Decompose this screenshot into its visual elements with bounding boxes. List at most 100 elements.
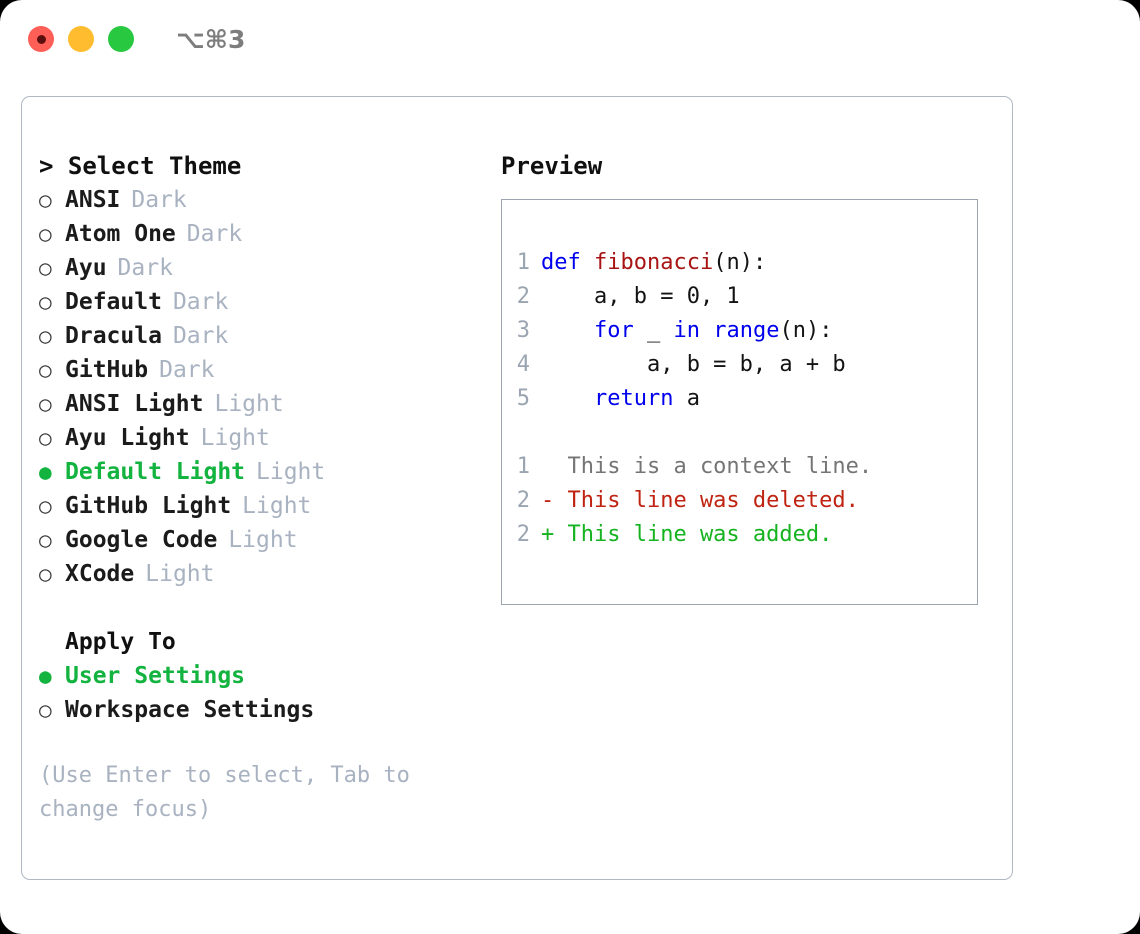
theme-name: Default Light: [65, 459, 246, 485]
theme-name: Dracula: [65, 323, 162, 349]
theme-mode-badge: Light: [200, 425, 270, 451]
diff-text: + This line was added.: [541, 522, 833, 547]
radio-icon[interactable]: ○: [39, 358, 52, 382]
theme-mode-badge: Light: [242, 493, 312, 519]
theme-mode-badge: Light: [145, 561, 215, 587]
code-token: fibonacci: [594, 250, 714, 275]
theme-mode-badge: Dark: [117, 255, 173, 281]
theme-name: Ayu: [65, 255, 107, 281]
theme-name: GitHub: [65, 357, 149, 383]
code-token: in: [673, 318, 700, 343]
theme-list-item[interactable]: ○ Ayu Dark: [39, 251, 489, 285]
code-token: range: [713, 318, 780, 343]
code-token: a, b = b, a + b: [541, 352, 846, 377]
code-token: [541, 318, 594, 343]
zoom-button[interactable]: [108, 26, 134, 52]
theme-list-item[interactable]: ○ GitHub Light Light: [39, 489, 489, 523]
radio-icon[interactable]: ○: [39, 188, 52, 212]
preview-diff-block: 1 This is a context line.2- This line wa…: [516, 450, 977, 552]
code-line: 5 return a: [516, 382, 977, 416]
theme-name: Ayu Light: [65, 425, 190, 451]
line-number: 4: [516, 352, 530, 377]
theme-mode-badge: Light: [214, 391, 284, 417]
radio-icon[interactable]: ○: [39, 256, 52, 280]
code-token: [700, 318, 713, 343]
theme-name: Atom One: [65, 221, 176, 247]
radio-icon[interactable]: ○: [39, 324, 52, 348]
code-token: (n):: [779, 318, 833, 343]
select-theme-heading: > Select Theme: [39, 152, 242, 180]
radio-icon[interactable]: ○: [39, 562, 52, 586]
line-number: 5: [516, 386, 530, 411]
theme-list-item[interactable]: ○ XCode Light: [39, 557, 489, 591]
theme-list-item[interactable]: ○ GitHub Dark: [39, 353, 489, 387]
theme-list-item[interactable]: ○ Default Dark: [39, 285, 489, 319]
code-token: [541, 386, 594, 411]
radio-icon[interactable]: ○: [39, 426, 52, 450]
close-button[interactable]: [28, 26, 54, 52]
radio-icon[interactable]: ○: [39, 528, 52, 552]
theme-list-item[interactable]: ○ ANSI Dark: [39, 183, 489, 217]
theme-list-item[interactable]: ○ Atom One Dark: [39, 217, 489, 251]
apply-to-list[interactable]: ● User Settings ○ Workspace Settings: [39, 659, 489, 727]
theme-list-item[interactable]: ● Default Light Light: [39, 455, 489, 489]
theme-name: XCode: [65, 561, 135, 587]
theme-name: Google Code: [65, 527, 218, 553]
theme-mode-badge: Dark: [159, 357, 215, 383]
keyboard-hint: (Use Enter to select, Tab to change focu…: [39, 763, 424, 822]
theme-name: ANSI: [65, 187, 121, 213]
preview-gap: [516, 416, 977, 450]
theme-mode-badge: Dark: [131, 187, 187, 213]
radio-icon[interactable]: ○: [39, 698, 52, 722]
line-number: 2: [516, 284, 530, 309]
radio-icon[interactable]: ○: [39, 222, 52, 246]
line-number: 3: [516, 318, 530, 343]
radio-icon[interactable]: ○: [39, 494, 52, 518]
minimize-button[interactable]: [68, 26, 94, 52]
theme-mode-badge: Dark: [172, 289, 229, 315]
code-line: 3 for _ in range(n):: [516, 314, 977, 348]
code-token: (n):: [713, 250, 767, 275]
code-line: 4 a, b = b, a + b: [516, 348, 977, 382]
theme-list-item[interactable]: ○ ANSI Light Light: [39, 387, 489, 421]
theme-name: Default: [65, 289, 162, 315]
radio-selected-icon[interactable]: ●: [39, 664, 52, 688]
apply-to-label: Workspace Settings: [65, 697, 315, 723]
code-line: 1 def fibonacci(n):: [516, 246, 977, 280]
preview-heading: Preview: [501, 152, 603, 180]
line-number: 1: [516, 250, 530, 275]
theme-list-item[interactable]: ○ Ayu Light Light: [39, 421, 489, 455]
theme-mode-badge: Light: [256, 459, 326, 485]
theme-name: ANSI Light: [65, 391, 204, 417]
theme-mode-badge: Dark: [186, 221, 243, 247]
apply-to-label: User Settings: [65, 663, 246, 689]
apply-to-heading: Apply To: [65, 629, 176, 655]
radio-icon[interactable]: ○: [39, 392, 52, 416]
code-line: 2 a, b = 0, 1: [516, 280, 977, 314]
apply-to-option[interactable]: ○ Workspace Settings: [39, 693, 489, 727]
diff-line: 1 This is a context line.: [516, 450, 977, 484]
code-token: [581, 250, 594, 275]
code-token: for: [593, 318, 634, 343]
keyboard-shortcut-label: ⌥⌘3: [176, 24, 246, 54]
window-controls: [28, 26, 134, 52]
radio-icon[interactable]: ○: [39, 290, 52, 314]
code-token: a, b = 0, 1: [541, 284, 740, 309]
radio-selected-icon[interactable]: ●: [39, 460, 52, 484]
theme-mode-badge: Dark: [172, 323, 229, 349]
close-icon: [36, 34, 46, 44]
apply-to-option[interactable]: ● User Settings: [39, 659, 489, 693]
code-token: def: [541, 250, 581, 275]
theme-name: GitHub Light: [65, 493, 232, 519]
code-token: _: [633, 318, 674, 343]
theme-list-item[interactable]: ○ Dracula Dark: [39, 319, 489, 353]
line-number: 1: [516, 454, 530, 479]
diff-text: - This line was deleted.: [541, 488, 859, 513]
